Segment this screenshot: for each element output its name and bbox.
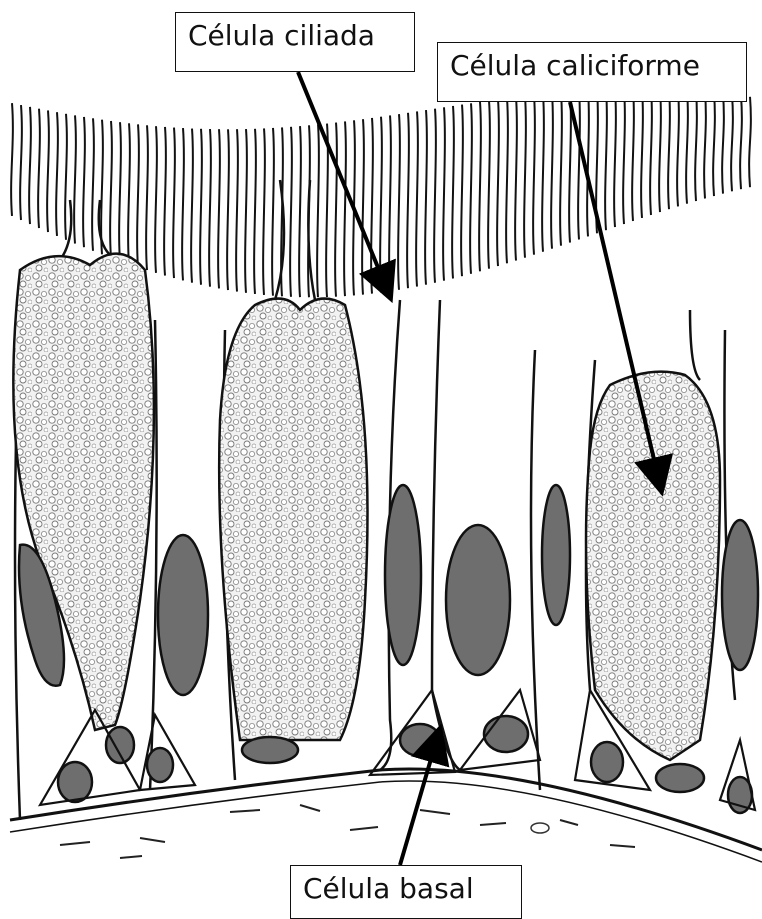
cilium (731, 95, 733, 192)
cilium (11, 103, 13, 216)
cilium (371, 118, 373, 294)
cilium (614, 89, 616, 227)
cilium (578, 91, 580, 239)
cilium (407, 113, 409, 288)
cilium (146, 125, 148, 270)
cilium (524, 96, 526, 258)
cilium (659, 89, 661, 212)
cilium (713, 93, 715, 196)
cilium (236, 129, 238, 291)
cilium (245, 129, 247, 293)
cilium (20, 105, 22, 220)
cilium (119, 122, 121, 261)
cilium (290, 127, 292, 297)
arrow-ciliated (298, 72, 388, 292)
cilium (83, 117, 85, 247)
cilium (74, 115, 76, 243)
cilium (668, 90, 670, 210)
cilium (47, 110, 49, 232)
cilium (299, 126, 301, 297)
cilium (560, 92, 562, 245)
label-goblet-cell: Célula caliciforme (437, 42, 747, 102)
cilium (128, 123, 130, 264)
cilium (434, 109, 436, 283)
cilium (542, 94, 544, 252)
cilium (362, 119, 364, 294)
cilium (443, 107, 445, 280)
cilium (452, 106, 454, 279)
cilium (182, 128, 184, 280)
cilium (191, 129, 193, 283)
cilium (677, 90, 679, 206)
cilium (110, 121, 112, 258)
cilium (623, 89, 625, 224)
cilium (344, 121, 346, 296)
cilium (200, 129, 202, 285)
cilium (173, 128, 175, 279)
cilium (218, 129, 220, 288)
cilium (92, 118, 94, 250)
cilium (740, 96, 742, 190)
cilium (686, 91, 688, 204)
cilium (56, 112, 58, 236)
cilium (137, 124, 139, 267)
cilium (497, 99, 499, 266)
cilium (65, 114, 67, 240)
cilium (254, 129, 256, 294)
cilium (389, 115, 391, 291)
label-ciliated-cell: Célula ciliada (175, 12, 415, 72)
cilium (398, 114, 400, 290)
cilium (227, 129, 229, 290)
cilium (569, 92, 571, 243)
cilium (551, 93, 553, 249)
cilium (263, 128, 265, 294)
cilium (425, 110, 427, 285)
cilium (164, 127, 166, 276)
cilium (605, 90, 607, 231)
goblet-cells (13, 254, 720, 760)
cilium (461, 105, 463, 277)
cilium (317, 124, 319, 297)
label-basal-cell: Célula basal (290, 865, 522, 919)
cilium (416, 111, 418, 286)
cilium (488, 101, 490, 269)
cilium (506, 98, 508, 263)
cilium (704, 92, 706, 199)
basement-membrane (10, 769, 762, 862)
cilium (641, 89, 643, 218)
cilium (722, 94, 724, 194)
cilium (650, 89, 652, 215)
cilium (515, 97, 517, 260)
cilium (335, 123, 337, 297)
cilium (533, 95, 535, 255)
cilium (38, 109, 40, 228)
cilium (29, 107, 31, 224)
cilium (101, 120, 103, 255)
cilium (470, 103, 472, 274)
cilium (587, 90, 589, 236)
cilium (632, 89, 634, 221)
cilium (380, 117, 382, 293)
cilium (749, 97, 751, 187)
cilium (479, 102, 481, 271)
cilium (155, 126, 157, 273)
cilium (272, 128, 274, 296)
cilium (695, 91, 697, 201)
cilium (209, 129, 211, 287)
